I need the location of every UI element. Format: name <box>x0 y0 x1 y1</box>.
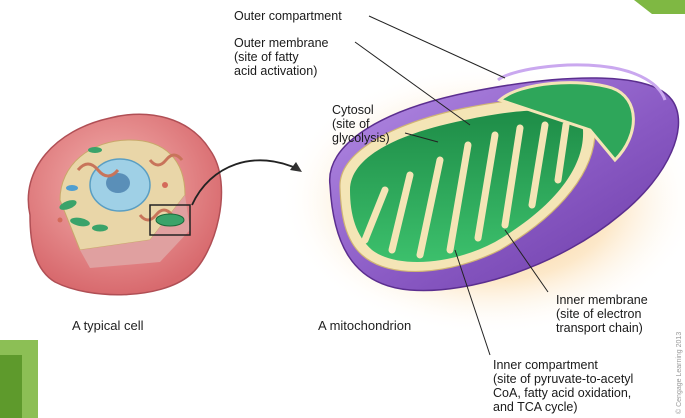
label-inner-membrane: Inner membrane (site of electron transpo… <box>556 293 648 335</box>
label-cytosol: Cytosol (site of glycolysis) <box>332 103 390 145</box>
slide-accent-top-right <box>634 0 685 14</box>
caption-typical-cell: A typical cell <box>72 318 144 333</box>
label-outer-compartment: Outer compartment <box>234 9 342 23</box>
label-inner-compartment: Inner compartment (site of pyruvate-to-a… <box>493 358 633 414</box>
label-outer-membrane: Outer membrane (site of fatty acid activ… <box>234 36 328 78</box>
caption-mitochondrion: A mitochondrion <box>318 318 411 333</box>
slide-accent-bottom-left-2 <box>0 355 22 418</box>
copyright-credit: © Cengage Learning 2013 <box>676 332 683 414</box>
